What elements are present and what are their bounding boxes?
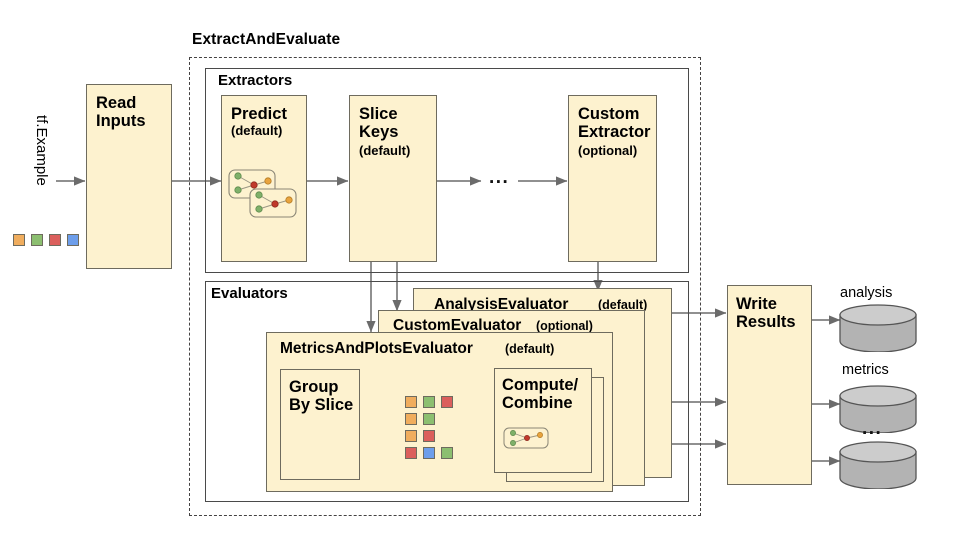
- extractors-section: [205, 68, 689, 273]
- chip-blue: [67, 234, 79, 246]
- diagram-title: ExtractAndEvaluate: [192, 31, 341, 48]
- evaluator-analysis-title: AnalysisEvaluator: [434, 296, 569, 313]
- chip-orange: [13, 234, 25, 246]
- extractor-slice-keys-title: Slice Keys: [359, 105, 399, 142]
- chip-orange: [405, 413, 417, 425]
- read-inputs-box[interactable]: Read Inputs: [86, 84, 172, 269]
- model-graph-icon: [228, 169, 297, 218]
- chip-green: [423, 413, 435, 425]
- extract-and-evaluate-container: [189, 57, 701, 516]
- chip-red: [49, 234, 61, 246]
- input-label: tf.Example: [33, 115, 50, 186]
- slice-chip-row-3: [405, 430, 453, 442]
- evaluators-section-label: Evaluators: [211, 285, 288, 302]
- chip-green: [31, 234, 43, 246]
- slice-chip-row-4: [405, 447, 453, 459]
- slice-chip-row-2: [405, 413, 453, 425]
- extractor-slice-keys-subtitle: (default): [359, 143, 411, 158]
- extractor-custom-title: Custom Extractor: [578, 105, 651, 142]
- extractors-section-label: Extractors: [218, 72, 293, 89]
- evaluator-custom-subtitle: (optional): [536, 319, 593, 333]
- chip-green: [441, 447, 453, 459]
- metrics-database-icon[interactable]: [838, 385, 918, 433]
- extractor-predict-subtitle: (default): [231, 123, 283, 138]
- extractors-ellipsis: ...: [489, 167, 510, 188]
- extractor-slice-keys[interactable]: Slice Keys (default): [349, 95, 437, 262]
- extractor-custom[interactable]: Custom Extractor (optional): [568, 95, 657, 262]
- input-chip-row: [13, 234, 79, 246]
- compute-combine-box[interactable]: Compute/ Combine: [494, 368, 592, 473]
- extractor-predict-title: Predict: [231, 105, 287, 123]
- group-by-slice-box[interactable]: Group By Slice: [280, 369, 360, 480]
- other-database-icon[interactable]: [838, 441, 918, 489]
- evaluator-custom-title: CustomEvaluator: [393, 317, 522, 334]
- extractor-predict[interactable]: Predict (default): [221, 95, 307, 262]
- evaluator-analysis-subtitle: (default): [598, 298, 648, 312]
- evaluators-section: [205, 281, 689, 502]
- chip-blue: [423, 447, 435, 459]
- slice-chip-grid: [405, 396, 453, 459]
- output-label-other: ...: [862, 418, 883, 439]
- chip-orange: [405, 396, 417, 408]
- chip-red: [441, 396, 453, 408]
- output-label-metrics: metrics: [842, 362, 889, 378]
- chip-green: [423, 396, 435, 408]
- output-label-analysis: analysis: [840, 285, 893, 301]
- write-results-label: Write Results: [736, 295, 796, 332]
- chip-red: [423, 430, 435, 442]
- evaluator-metrics-title: MetricsAndPlotsEvaluator: [280, 340, 473, 357]
- analysis-database-icon[interactable]: [838, 304, 918, 352]
- chip-orange: [405, 430, 417, 442]
- extractor-custom-subtitle: (optional): [578, 143, 638, 158]
- compute-combine-label: Compute/ Combine: [502, 376, 579, 413]
- slice-chip-row-1: [405, 396, 453, 408]
- read-inputs-label: Read Inputs: [96, 94, 146, 131]
- chip-red: [405, 447, 417, 459]
- evaluator-metrics-subtitle: (default): [505, 342, 555, 356]
- write-results-box[interactable]: Write Results: [727, 285, 812, 485]
- model-graph-icon: [503, 427, 549, 449]
- group-by-slice-label: Group By Slice: [289, 378, 354, 415]
